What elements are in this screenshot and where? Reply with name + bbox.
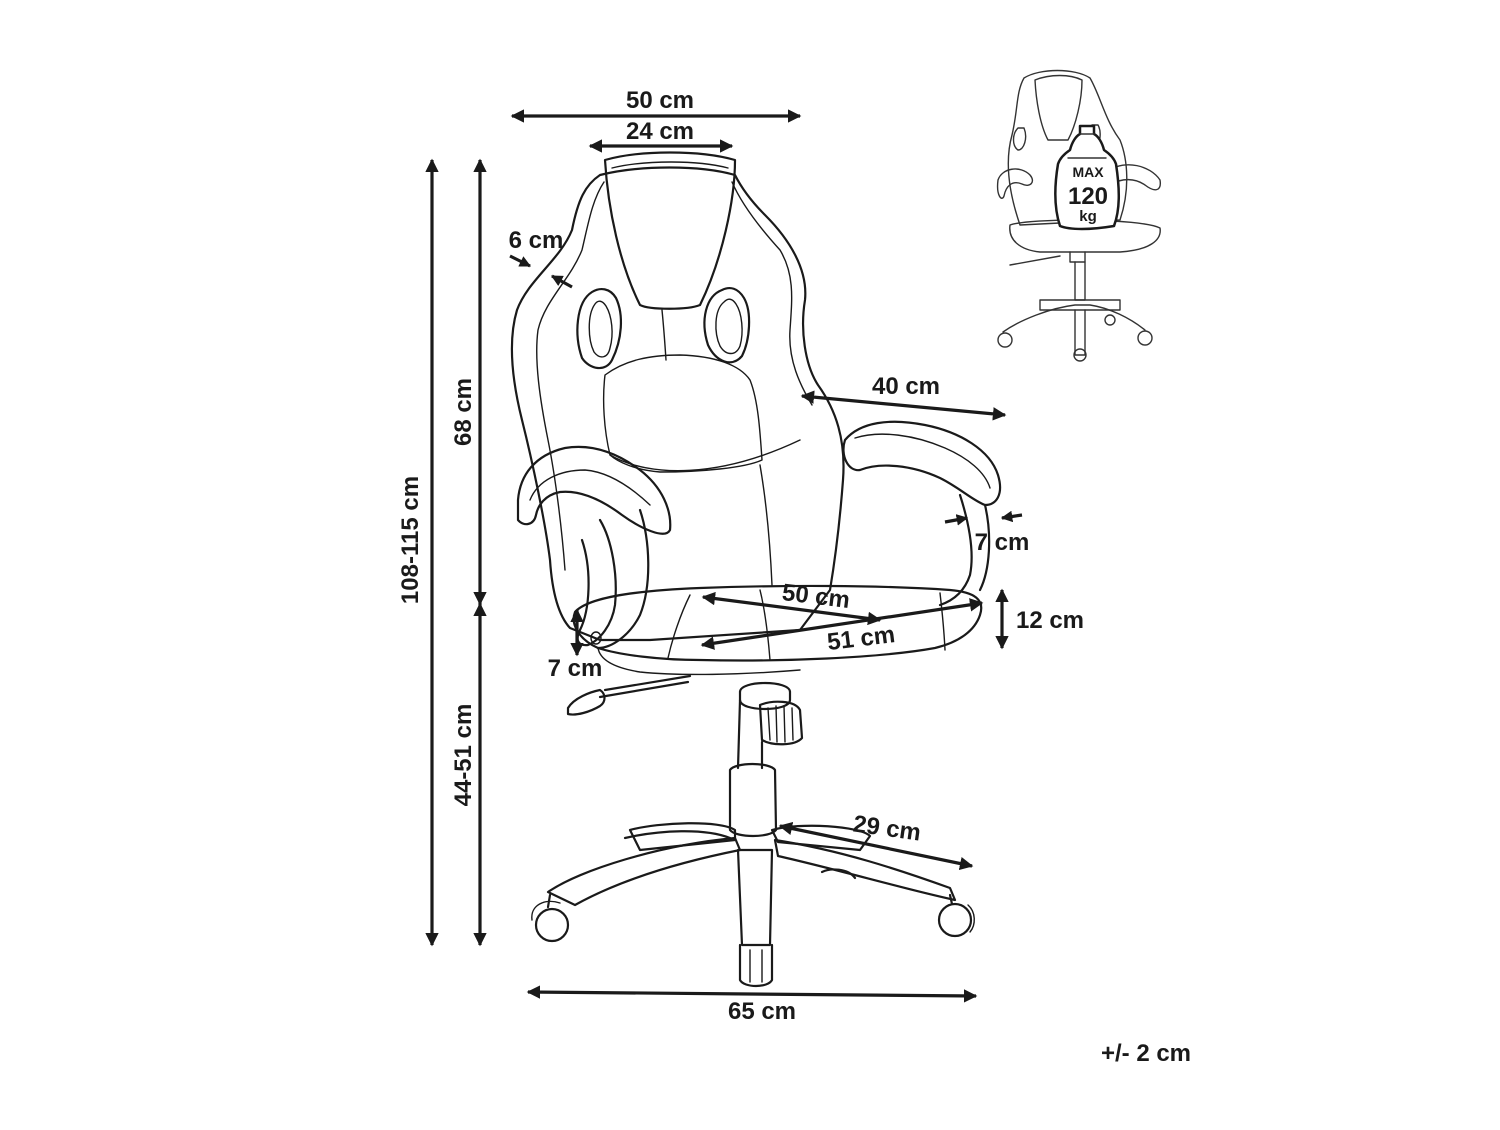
seat-thickness-label: 12 cm <box>1016 607 1084 634</box>
tolerance-label: +/- 2 cm <box>1101 1040 1191 1067</box>
dimension-labels: 50 cm 24 cm 6 cm 40 cm 7 cm 50 cm 51 cm … <box>397 87 1191 1067</box>
seat-height-label: 44-51 cm <box>450 704 477 807</box>
base-width-label: 65 cm <box>728 998 796 1025</box>
side-bolster-arrow-right <box>550 274 573 289</box>
back-height-label: 68 cm <box>450 378 477 446</box>
armrest-width-label: 7 cm <box>975 529 1030 556</box>
base-width-arrow <box>526 985 978 1003</box>
headrest-width-label: 24 cm <box>626 118 694 145</box>
back-width-label: 50 cm <box>626 87 694 114</box>
leg-length-arrow <box>778 821 974 871</box>
armrest-width-arrow-left <box>944 514 969 526</box>
seat-depth-arrow <box>700 598 984 650</box>
max-load-value: 120 <box>1068 183 1108 210</box>
armrest-spacing-arrow <box>800 390 1007 421</box>
seat-front-thickness-label: 7 cm <box>548 655 603 682</box>
weight-icon: MAX 120 kg <box>1054 124 1120 231</box>
total-height-label: 108-115 cm <box>397 476 424 604</box>
side-bolster-arrow-left <box>509 254 532 268</box>
max-load-unit: kg <box>1079 208 1097 225</box>
dimension-lines <box>425 109 1023 1003</box>
leg-length-label: 29 cm <box>851 810 922 846</box>
max-load-label: MAX <box>1072 164 1104 180</box>
armrest-spacing-label: 40 cm <box>872 373 940 400</box>
side-bolster-label: 6 cm <box>509 227 564 254</box>
office-chair-drawing <box>510 151 1002 988</box>
armrest-width-arrow-right <box>1000 510 1023 523</box>
